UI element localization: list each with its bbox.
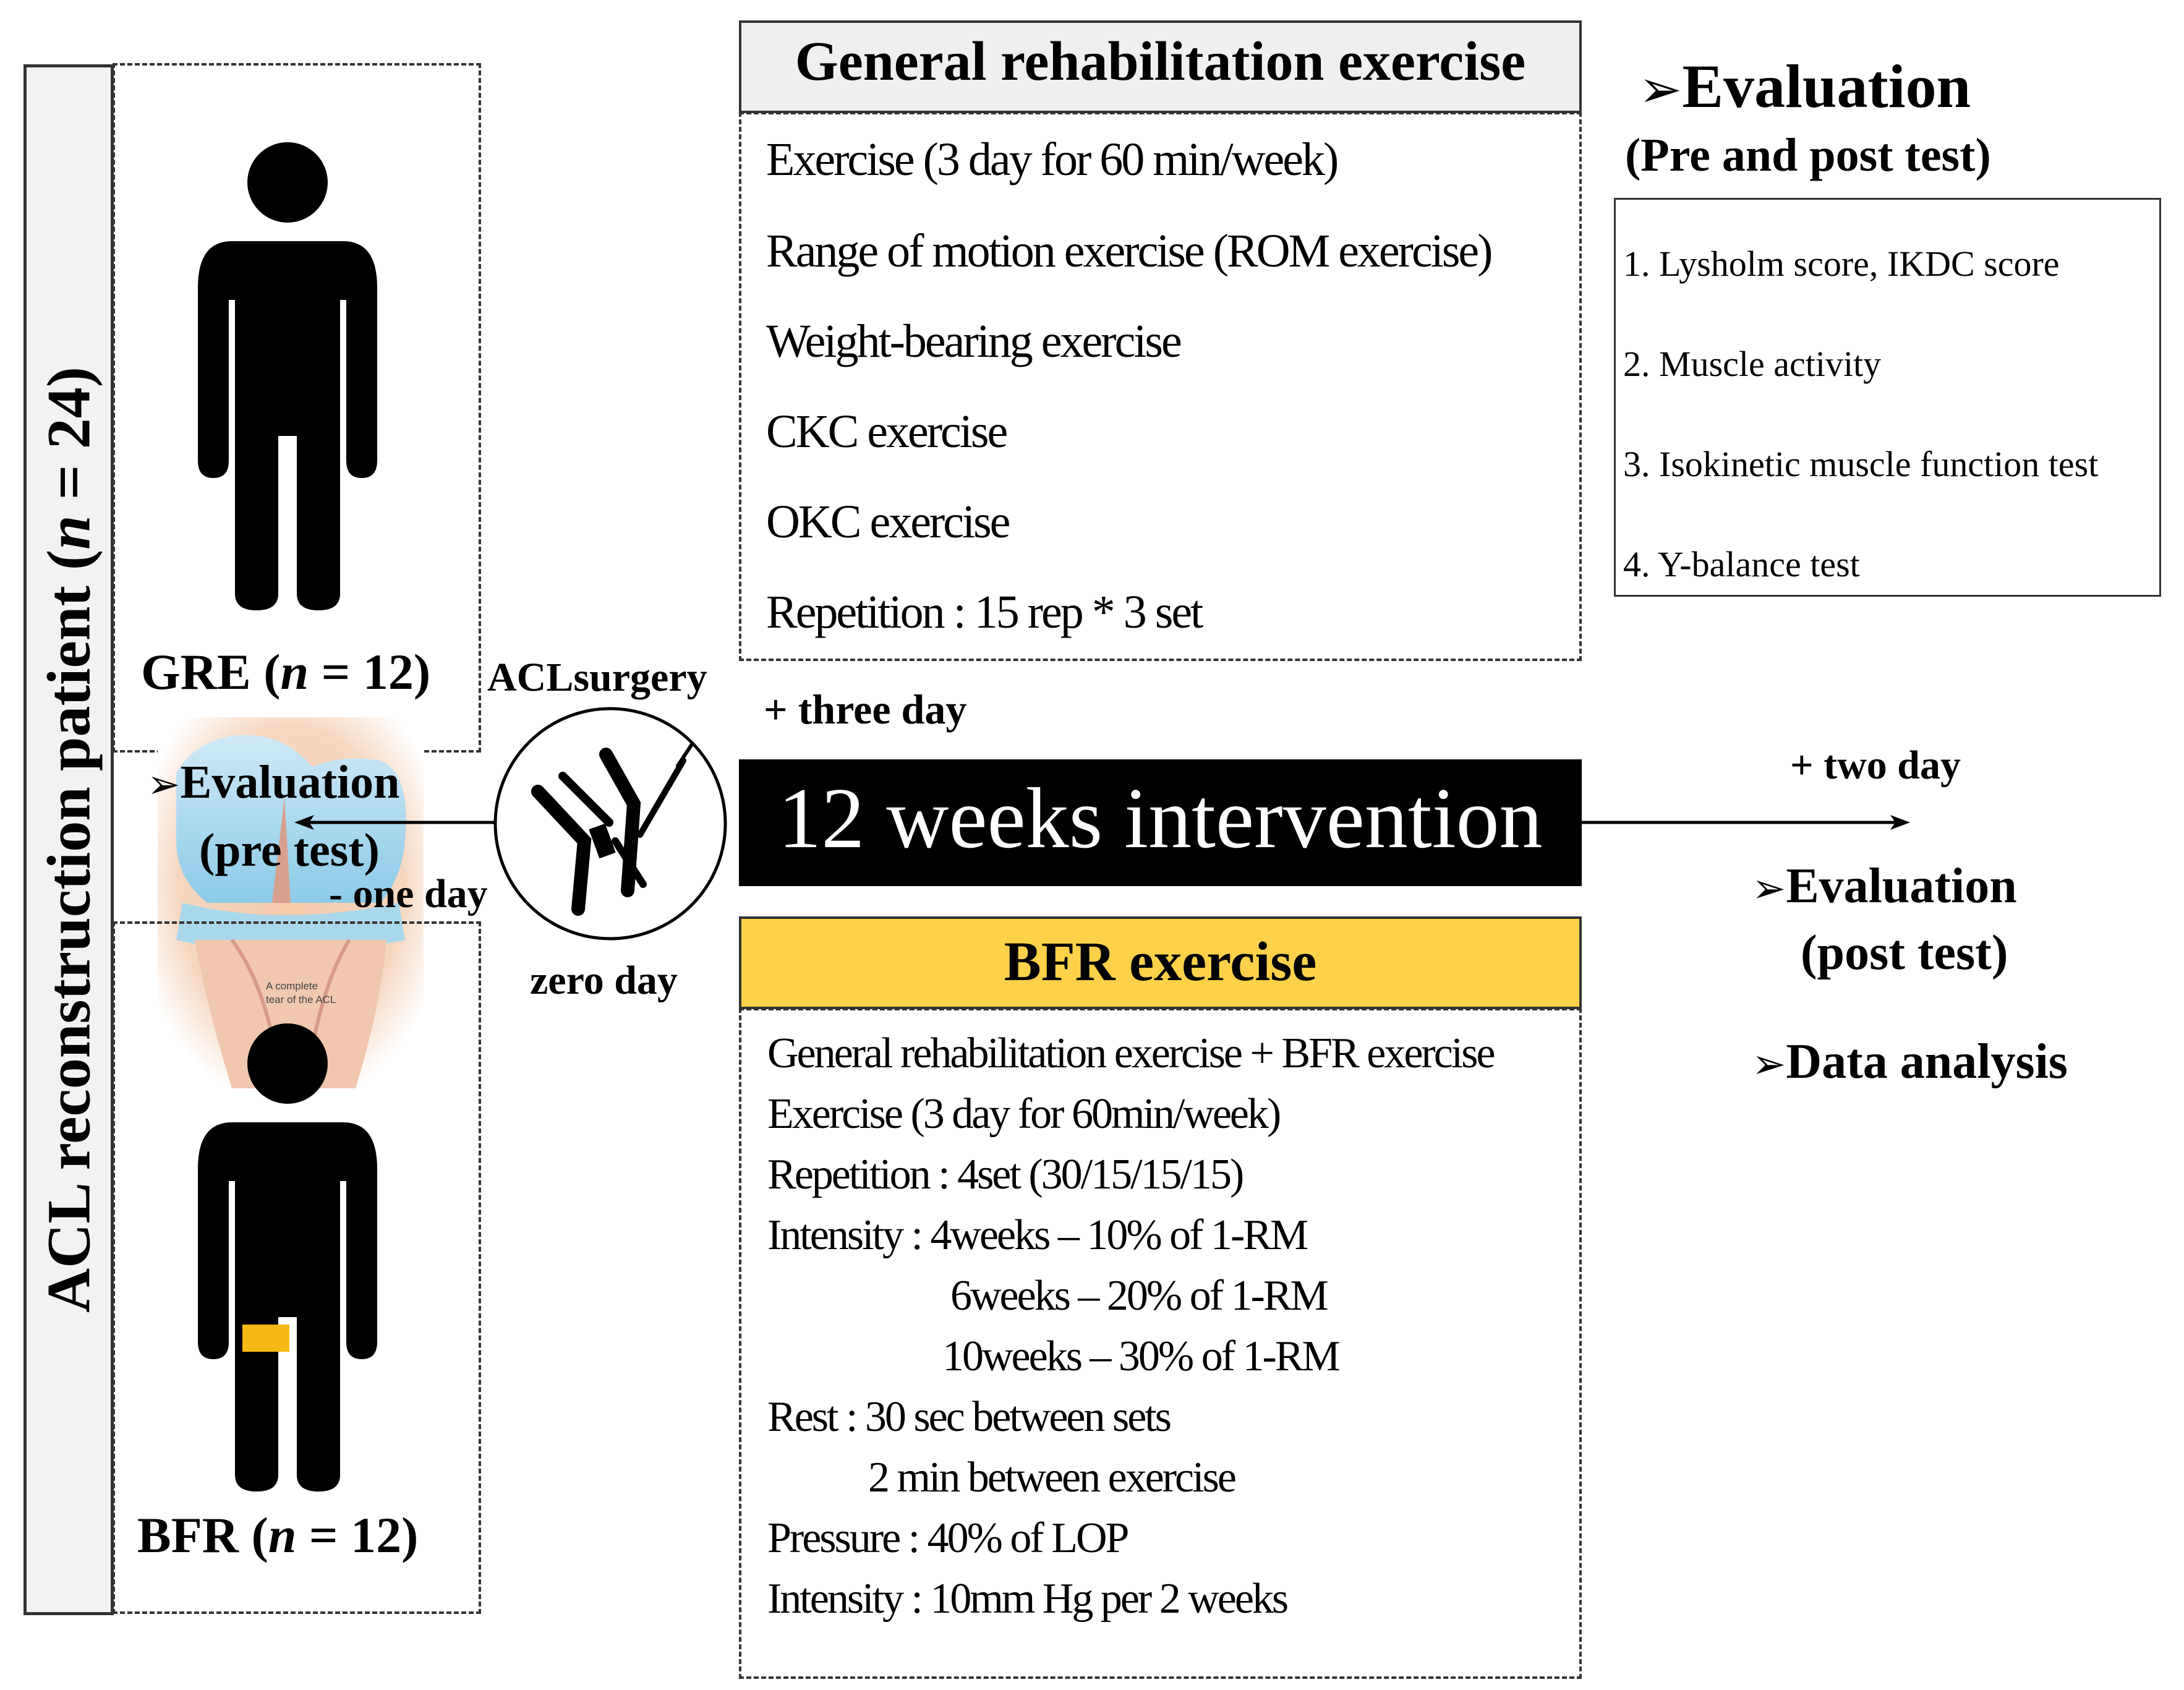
pre-eval-timing: - one day bbox=[329, 871, 488, 916]
surgery-label: ACLsurgery bbox=[487, 655, 707, 700]
patient-label-end: = 24) bbox=[34, 366, 103, 516]
post-eval-title-text: Evaluation bbox=[1786, 859, 2017, 913]
patient-label-n: n bbox=[34, 515, 103, 550]
gre-person-icon bbox=[198, 142, 377, 610]
gre-item-1: Range of motion exercise (ROM exercise) bbox=[766, 225, 1493, 277]
gre-group-label: GRE (n = 12) bbox=[141, 643, 430, 701]
eval-panel-title: ➢Evaluation bbox=[1639, 51, 1971, 122]
bfr-label-n: n bbox=[268, 1507, 297, 1563]
bfr-item-5: 10weeks – 30% of 1-RM bbox=[942, 1333, 1341, 1380]
eval-panel-title-text: Evaluation bbox=[1682, 52, 1971, 121]
bfr-item-3: Intensity : 4weeks – 10% of 1-RM bbox=[767, 1211, 1308, 1259]
bfr-item-0: General rehabilitation exercise + BFR ex… bbox=[767, 1030, 1496, 1077]
gre-item-5: Repetition : 15 rep * 3 set bbox=[766, 586, 1203, 638]
knee-caption-2: tear of the ACL bbox=[266, 994, 336, 1005]
bfr-item-8: Pressure : 40% of LOP bbox=[767, 1514, 1129, 1562]
surgery-timing: zero day bbox=[530, 958, 678, 1003]
data-analysis-text: Data analysis bbox=[1786, 1035, 2068, 1089]
pre-eval-title: ➢Evaluation bbox=[147, 756, 399, 809]
bfr-person-icon bbox=[198, 1023, 377, 1492]
two-day-label: + two day bbox=[1790, 743, 1961, 788]
bfr-item-7: 2 min between exercise bbox=[868, 1454, 1237, 1501]
post-eval-sub: (post test) bbox=[1801, 926, 2008, 980]
post-eval-arrow bbox=[1580, 815, 1910, 830]
gre-label-text: GRE ( bbox=[141, 644, 281, 700]
post-eval-arrow-icon: ➢ bbox=[1752, 864, 1786, 912]
post-eval-title: ➢Evaluation bbox=[1752, 858, 2017, 915]
gre-label-n: n bbox=[280, 644, 309, 700]
data-analysis-title: ➢Data analysis bbox=[1752, 1034, 2068, 1090]
pre-eval-title-text: Evaluation bbox=[180, 756, 400, 808]
bfr-item-4: 6weeks – 20% of 1-RM bbox=[950, 1272, 1329, 1320]
pre-eval-sub: (pre test) bbox=[199, 824, 380, 876]
gre-item-0: Exercise (3 day for 60 min/week) bbox=[766, 134, 1339, 186]
bfr-item-9: Intensity : 10mm Hg per 2 weeks bbox=[767, 1575, 1289, 1623]
bfr-item-1: Exercise (3 day for 60min/week) bbox=[767, 1090, 1281, 1138]
gre-label-count: = 12) bbox=[309, 644, 431, 700]
bfr-label-text: BFR ( bbox=[137, 1507, 268, 1563]
patient-vertical-label: ACL reconstruction patient (n = 24) bbox=[33, 367, 105, 1313]
data-analysis-arrow-icon: ➢ bbox=[1752, 1040, 1786, 1088]
gre-content-box: Exercise (3 day for 60 min/week) Range o… bbox=[739, 112, 1582, 661]
surgery-icon bbox=[493, 707, 727, 941]
knee-illustration: A complete tear of the ACL bbox=[158, 717, 424, 1088]
bfr-group-label: BFR (n = 12) bbox=[137, 1506, 418, 1564]
pre-eval-arrow bbox=[294, 815, 495, 830]
gre-item-3: CKC exercise bbox=[766, 406, 1008, 458]
bfr-item-2: Repetition : 4set (30/15/15/15) bbox=[767, 1151, 1244, 1198]
gre-item-4: OKC exercise bbox=[766, 496, 1010, 548]
knee-caption-1: A complete bbox=[266, 980, 318, 992]
three-day-label: + three day bbox=[764, 686, 967, 733]
eval-item-1: 2. Muscle activity bbox=[1623, 344, 1882, 384]
bfr-label-count: = 12) bbox=[296, 1507, 419, 1563]
eval-panel-arrow-icon: ➢ bbox=[1639, 59, 1683, 119]
bfr-group-box bbox=[113, 921, 481, 1614]
pre-eval-arrow-icon: ➢ bbox=[147, 762, 181, 808]
patient-label-main: ACL reconstruction patient ( bbox=[34, 549, 103, 1313]
bfr-content-box: General rehabilitation exercise + BFR ex… bbox=[739, 1008, 1582, 1679]
bfr-item-6: Rest : 30 sec between sets bbox=[767, 1393, 1172, 1441]
bfr-cuff-icon bbox=[242, 1325, 289, 1352]
bfr-title: BFR exercise bbox=[1004, 931, 1317, 992]
eval-item-0: 1. Lysholm score, IKDC score bbox=[1623, 244, 2060, 284]
intervention-label: 12 weeks intervention bbox=[778, 770, 1543, 866]
gre-item-2: Weight-bearing exercise bbox=[766, 315, 1182, 367]
eval-panel-sub: (Pre and post test) bbox=[1625, 129, 1991, 181]
eval-list-box: 1. Lysholm score, IKDC score 2. Muscle a… bbox=[1614, 198, 2161, 597]
intervention-box bbox=[739, 759, 1582, 886]
eval-item-3: 4. Y-balance test bbox=[1623, 544, 1860, 584]
eval-item-2: 3. Isokinetic muscle function test bbox=[1623, 444, 2099, 484]
gre-title: General rehabilitation exercise bbox=[795, 31, 1526, 92]
patient-label-box bbox=[23, 64, 114, 1615]
bfr-title-box bbox=[739, 916, 1582, 1009]
